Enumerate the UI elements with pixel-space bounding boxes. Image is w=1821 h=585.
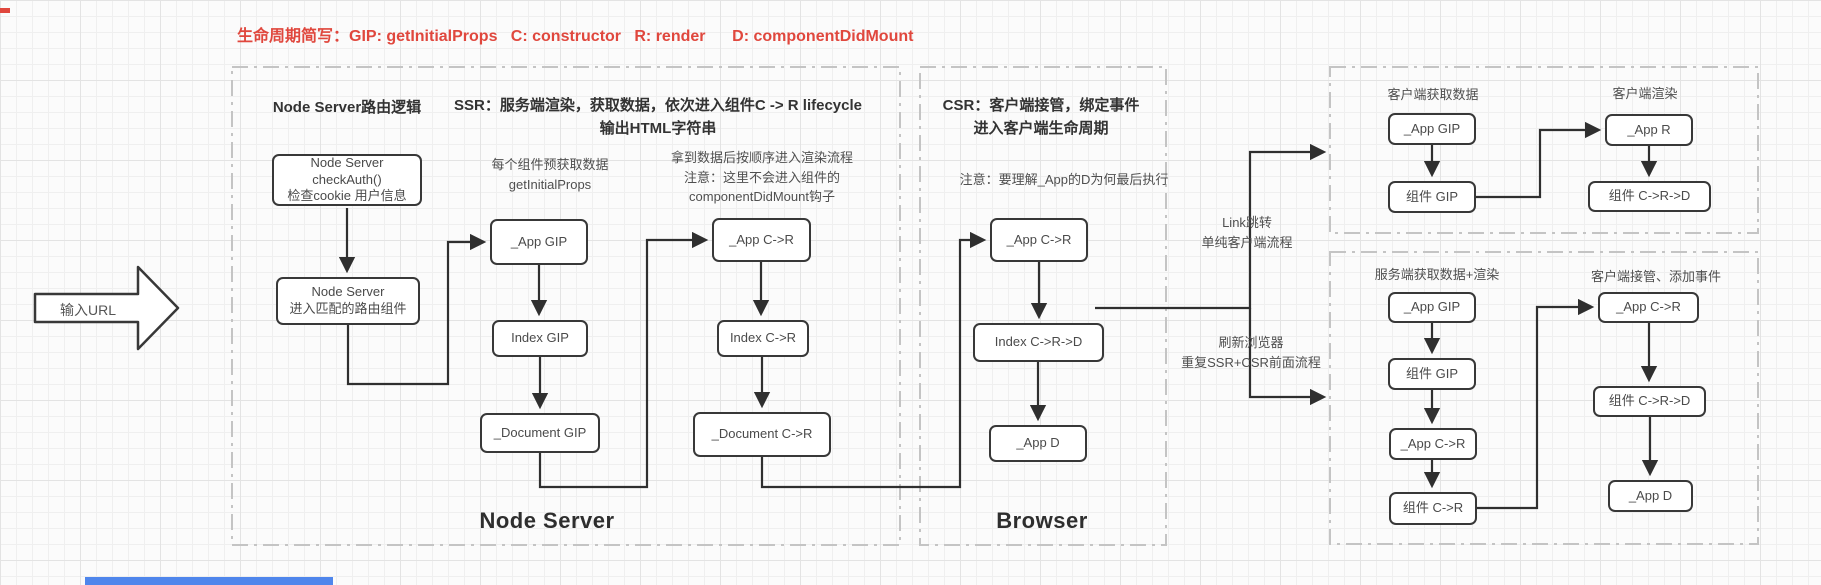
csr-heading[interactable]: CSR：客户端接管，绑定事件 进入客户端生命周期 [942, 97, 1140, 138]
flow-box-document-gip[interactable]: _Document GIP [480, 413, 600, 453]
flow-box-app-gip[interactable]: _App GIP [490, 219, 588, 265]
connector-sc-compcr-appcr2 [1477, 298, 1595, 510]
flow-box-app-cr[interactable]: _App C->R [712, 218, 811, 262]
client-flow-panel[interactable] [1329, 66, 1759, 234]
flow-box-cf-app-gip[interactable]: _App GIP [1388, 113, 1476, 145]
flow-box-index-cr[interactable]: Index C->R [717, 320, 809, 357]
server-fetch-render-heading[interactable]: 服务端获取数据+渲染 [1374, 267, 1500, 282]
flow-box-cf-comp-gip[interactable]: 组件 GIP [1388, 181, 1476, 213]
flow-box-index-gip[interactable]: Index GIP [492, 320, 588, 357]
connector-browser-to-client-flow [1095, 143, 1327, 310]
flow-box-document-cr[interactable]: _Document C->R [693, 412, 831, 457]
node-server-footer-label[interactable]: Node Server [479, 508, 615, 533]
connector-docgip-appcr [538, 231, 709, 489]
connector-doccr-browser-appcr [760, 231, 987, 489]
browser-panel[interactable] [919, 66, 1167, 546]
canvas-blue-bar [85, 577, 333, 585]
input-url-block-arrow[interactable] [33, 265, 180, 351]
gip-note[interactable]: 每个组件预获取数据 getInitialProps [491, 157, 609, 192]
flow-box-sc-comp-cr[interactable]: 组件 C->R [1389, 492, 1477, 525]
browser-footer-label[interactable]: Browser [996, 508, 1088, 533]
flow-box-browser-index-crd[interactable]: Index C->R->D [973, 323, 1104, 362]
refresh-label[interactable]: 刷新浏览器 重复SSR+CSR前面流程 [1181, 335, 1321, 370]
client-takeover-heading[interactable]: 客户端接管、添加事件 [1590, 269, 1722, 284]
lifecycle-legend-text[interactable]: 生命周期简写：GIP: getInitialProps C: construct… [237, 28, 914, 45]
flow-box-browser-app-d[interactable]: _App D [989, 425, 1087, 462]
render-note[interactable]: 拿到数据后按顺序进入渲染流程 注意：这里不会进入组件的 componentDid… [670, 150, 854, 204]
connector-cf-compgip-appr [1476, 121, 1602, 199]
client-fetch-heading[interactable]: 客户端获取数据 [1387, 87, 1479, 102]
flow-box-cf-app-r[interactable]: _App R [1605, 114, 1693, 146]
csr-note[interactable]: 注意：要理解_App的D为何最后执行 [959, 172, 1169, 187]
connector-routematch-appgip [346, 233, 487, 386]
ssr-heading[interactable]: SSR：服务端渲染，获取数据，依次进入组件C -> R lifecycle 输出… [454, 97, 862, 138]
flow-box-sc-app-cr[interactable]: _App C->R [1389, 428, 1477, 460]
flow-box-cf-comp-crd[interactable]: 组件 C->R->D [1588, 181, 1711, 212]
flow-box-browser-app-cr[interactable]: _App C->R [990, 218, 1088, 262]
canvas-red-mark [0, 8, 10, 13]
ssr-csr-flow-panel[interactable] [1329, 251, 1759, 545]
flow-box-sc-app-cr2[interactable]: _App C->R [1598, 292, 1699, 323]
flow-box-sc-app-d[interactable]: _App D [1608, 480, 1693, 512]
client-render-heading[interactable]: 客户端渲染 [1612, 86, 1678, 101]
flow-box-check-auth[interactable]: Node Server checkAuth() 检查cookie 用户信息 [272, 154, 422, 206]
flow-box-sc-comp-gip[interactable]: 组件 GIP [1388, 358, 1476, 390]
flow-box-sc-comp-crd[interactable]: 组件 C->R->D [1593, 386, 1706, 417]
flow-box-route-match[interactable]: Node Server 进入匹配的路由组件 [276, 277, 420, 325]
routing-heading[interactable]: Node Server路由逻辑 [272, 99, 422, 116]
flow-box-sc-app-gip[interactable]: _App GIP [1388, 292, 1476, 323]
input-url-label[interactable]: 输入URL [59, 302, 117, 318]
link-jump-label[interactable]: Link跳转 单纯客户端流程 [1201, 215, 1293, 250]
node-server-panel[interactable] [231, 66, 901, 546]
connector-browser-to-ssr-csr-flow [1248, 308, 1327, 406]
